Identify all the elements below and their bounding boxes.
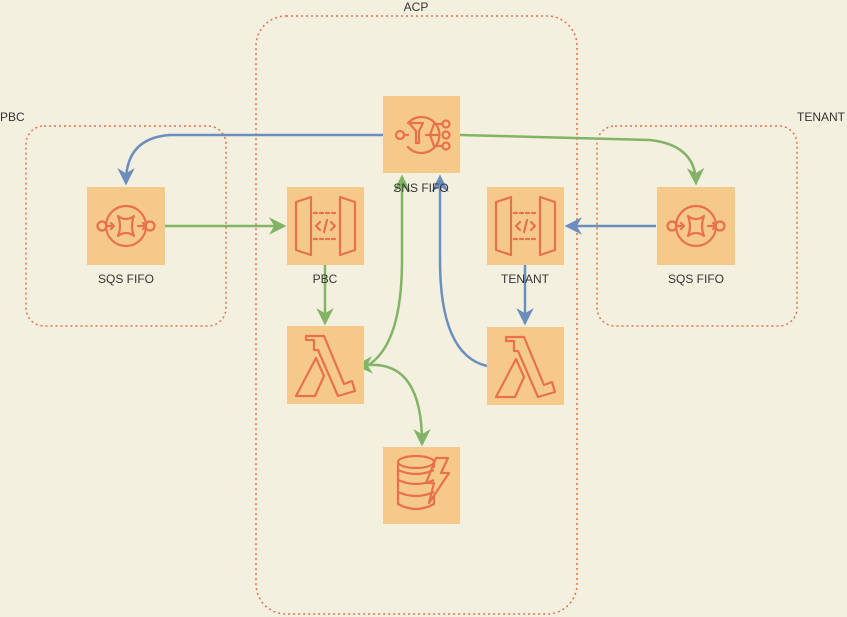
sqs-pbc-label: SQS FIFO [98,272,154,286]
edge-lambda-pbc-to-sns [366,174,411,368]
sns-topic-icon [394,115,451,155]
group-pbc-label: PBC [0,110,25,124]
node-lambda-pbc[interactable] [287,326,364,404]
node-sns[interactable]: SNS FIFO [383,96,460,195]
lambda-icon [294,334,357,398]
api-pbc-label: PBC [313,272,338,286]
node-api-tenant[interactable]: TENANT [487,187,564,286]
edge-sns-to-sqs-tenant [459,133,705,186]
lambda-icon [494,335,557,399]
group-acp-label: ACP [404,0,429,14]
group-acp: ACP [255,0,578,615]
sqs-queue-icon [96,204,156,248]
edge-sns-to-sqs-pbc [117,133,383,186]
group-pbc: PBC [0,110,227,327]
dynamodb-icon [396,454,451,511]
edge-lambda-tenant-to-sns [431,174,488,368]
api-tenant-label: TENANT [501,272,550,286]
sns-label: SNS FIFO [393,181,448,195]
edges [117,133,705,447]
node-lambda-tenant[interactable] [487,327,564,405]
node-sqs-pbc[interactable]: SQS FIFO [87,187,165,286]
edge-lambda-pbc-dynamodb [355,356,431,447]
api-gateway-icon [294,195,357,257]
group-tenant-label: TENANT [797,110,846,124]
sqs-tenant-label: SQS FIFO [668,272,724,286]
group-tenant: TENANT [596,110,846,327]
api-gateway-icon [494,195,557,257]
node-sqs-tenant[interactable]: SQS FIFO [657,187,735,286]
node-api-pbc[interactable]: PBC [287,187,364,286]
node-dynamodb[interactable] [383,447,460,524]
sqs-queue-icon [666,204,726,248]
